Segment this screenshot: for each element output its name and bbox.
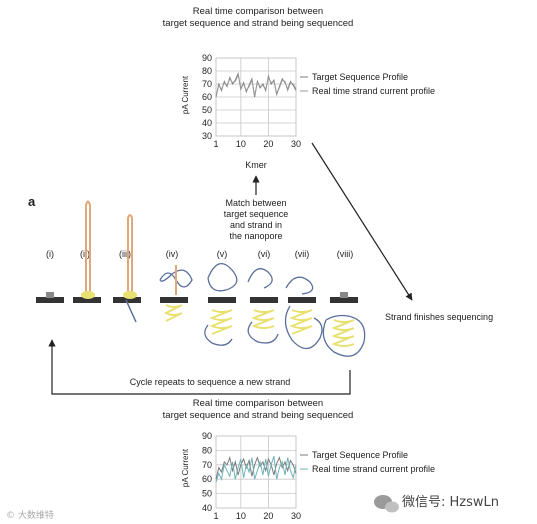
bottom-chart-title-line-1: Real time comparison between (193, 398, 323, 409)
top-chart-xtick: 30 (291, 139, 301, 149)
top-chart-ytick: 30 (202, 131, 212, 141)
bottom-chart-xtick: 1 (213, 511, 218, 521)
bottom-chart-plot (215, 455, 297, 483)
bottom-chart-ticks: 90 80 70 60 50 401 10 20 30 (202, 431, 301, 521)
top-chart-xtick: 20 (263, 139, 273, 149)
bottom-current-chart: Real time comparison between target sequ… (163, 398, 435, 521)
bottom-chart-legend-label-1: Target Sequence Profile (312, 450, 408, 460)
strand-finishes-arrow (311, 142, 413, 301)
wechat-icon (374, 495, 399, 513)
bottom-chart-ytick: 90 (202, 431, 212, 441)
cycle-return-arrow (48, 339, 351, 395)
watermark-right: 微信号: HzswLn (402, 495, 499, 510)
stage-label-vii: (vii) (295, 249, 310, 259)
strand-finishes-label: Strand finishes sequencing (385, 312, 493, 322)
stage-label-viii: (viii) (337, 249, 354, 259)
top-chart-ylabel: pA Current (181, 75, 190, 114)
stage-label-vi: (vi) (258, 249, 271, 259)
match-label-line-3: and strand in (230, 220, 282, 230)
top-chart-xtick: 10 (236, 139, 246, 149)
stage-iv-pore (159, 265, 193, 322)
top-chart-ytick: 40 (202, 118, 212, 128)
top-chart-grid (215, 57, 297, 137)
top-chart-ytick: 90 (202, 53, 212, 63)
nanopore-stages (36, 200, 366, 357)
top-chart-ytick: 60 (202, 92, 212, 102)
top-chart-title-line-2: target sequence and strand being sequenc… (163, 18, 354, 29)
stage-ii-pore (73, 200, 101, 303)
top-chart-ytick: 80 (202, 66, 212, 76)
cycle-repeats-label: Cycle repeats to sequence a new strand (130, 377, 291, 387)
stage-label-i: (i) (46, 249, 54, 259)
stage-iii-pore (113, 214, 141, 323)
bottom-chart-xtick: 10 (236, 511, 246, 521)
top-current-chart: Real time comparison between target sequ… (163, 6, 435, 170)
stage-label-v: (v) (217, 249, 228, 259)
bottom-chart-ytick: 80 (202, 445, 212, 455)
watermark-left: © 大数维特 (6, 509, 54, 521)
top-chart-legend-label-1: Target Sequence Profile (312, 72, 408, 82)
top-chart-series-1-line (215, 71, 297, 98)
stage-viii-pore (322, 292, 366, 357)
top-chart-title-line-1: Real time comparison between (193, 6, 323, 17)
bottom-chart-ytick: 50 (202, 489, 212, 499)
bottom-chart-ylabel: pA Current (181, 448, 190, 487)
bottom-chart-legend-label-2: Real time strand current profile (312, 464, 435, 474)
stage-v-pore (204, 262, 238, 346)
top-chart-plot (215, 71, 297, 98)
top-chart-ytick: 50 (202, 105, 212, 115)
match-label-line-4: the nanopore (229, 231, 282, 241)
stage-vi-pore (247, 268, 279, 344)
bottom-chart-ytick: 70 (202, 460, 212, 470)
bottom-chart-series-1-line (215, 455, 297, 480)
stage-label-iii: (iii) (119, 249, 131, 259)
bottom-chart-title-line-2: target sequence and strand being sequenc… (163, 410, 354, 421)
top-chart-xtick: 1 (213, 139, 218, 149)
panel-label: a (28, 194, 36, 209)
match-label-line-2: target sequence (224, 209, 289, 219)
top-chart-legend-label-2: Real time strand current profile (312, 86, 435, 96)
bottom-chart-ytick: 60 (202, 474, 212, 484)
top-chart-series-2-line (215, 73, 297, 96)
bottom-chart-series-2-line (215, 456, 297, 483)
stage-label-iv: (iv) (166, 249, 179, 259)
stage-i-pore (36, 292, 64, 303)
bottom-chart-ytick: 40 (202, 503, 212, 513)
top-chart-xlabel: Kmer (245, 160, 267, 170)
stage-vii-pore (284, 276, 323, 350)
bottom-chart-xtick: 30 (291, 511, 301, 521)
match-label-line-1: Match between (225, 198, 286, 208)
top-chart-ytick: 70 (202, 79, 212, 89)
bottom-chart-xtick: 20 (263, 511, 273, 521)
